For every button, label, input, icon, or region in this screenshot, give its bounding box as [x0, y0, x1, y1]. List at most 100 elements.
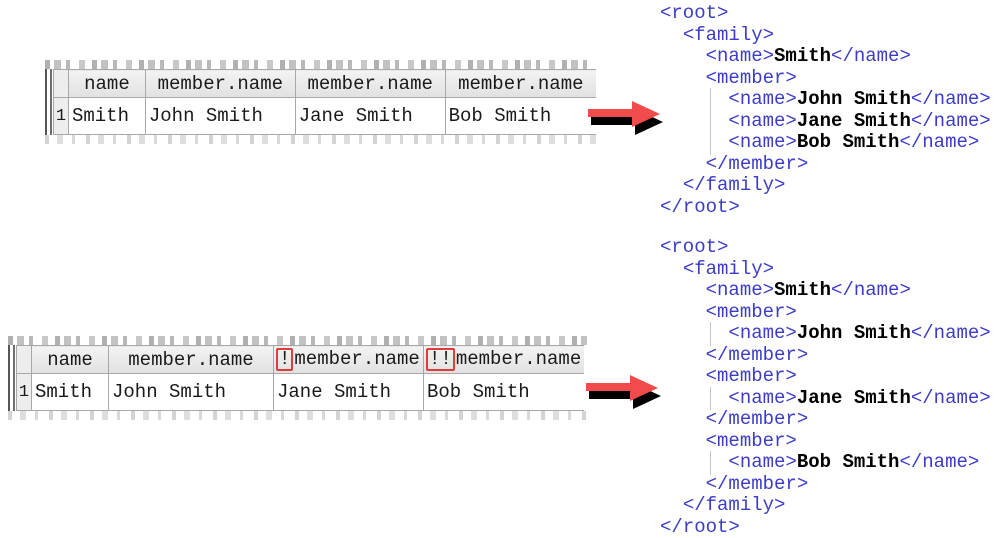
repeat-flag-highlight: !	[276, 348, 294, 371]
torn-edge	[8, 336, 587, 345]
xml-tag: </member>	[705, 472, 809, 495]
xml-text-value: Jane Smith	[796, 386, 911, 409]
grid-header-label: name	[47, 348, 93, 371]
xml-tag: <name>	[728, 109, 797, 132]
grid-cell[interactable]: John Smith	[108, 373, 274, 411]
xml-text-value	[660, 430, 706, 452]
xml-text-value: Smith	[774, 45, 832, 67]
xml-text-value	[660, 258, 683, 280]
row-number-cell[interactable]: 1	[16, 373, 32, 411]
torn-edge	[45, 60, 596, 69]
xml-tag: </member>	[705, 152, 809, 175]
indent-guide	[709, 131, 711, 155]
xml-code-line: <name>John Smith</name>	[660, 88, 991, 112]
xml-output-merged: <root> <family> <name>Smith</name> <memb…	[660, 2, 991, 219]
xml-code-line: <member>	[660, 429, 991, 453]
xml-code-line: <member>	[660, 66, 991, 90]
xml-tag: <name>	[728, 88, 797, 110]
xml-text-value: John Smith	[796, 88, 911, 110]
xml-tag: <member>	[705, 300, 797, 323]
xml-text-value	[660, 301, 706, 323]
grid-header-cell[interactable]: name	[31, 345, 109, 374]
grid-cell[interactable]: Bob Smith	[423, 373, 585, 411]
xml-tag: </root>	[660, 515, 740, 538]
grid-cell[interactable]: John Smith	[144, 97, 296, 135]
grid-cell[interactable]: Bob Smith	[444, 97, 596, 135]
indent-guide	[709, 322, 711, 346]
xml-text-value	[660, 494, 683, 516]
xml-code-line: <name>Jane Smith</name>	[660, 386, 991, 410]
xml-tag: <root>	[660, 2, 729, 24]
xml-text-value	[660, 387, 728, 409]
xml-code-line: <name>Smith</name>	[660, 279, 991, 302]
xml-code-line: </root>	[660, 515, 991, 538]
indent-guide	[709, 386, 711, 410]
xml-tag: </name>	[910, 322, 991, 344]
xml-code-line: <name>John Smith</name>	[660, 322, 991, 346]
xml-tag: <name>	[728, 131, 797, 153]
grid-cell[interactable]: Smith	[67, 97, 146, 135]
xml-tag: <name>	[728, 386, 797, 409]
xml-tag: </family>	[682, 174, 786, 196]
xml-code-line: <name>Bob Smith</name>	[660, 131, 991, 155]
indent-guide	[709, 88, 711, 112]
grid-cell[interactable]: Jane Smith	[294, 97, 446, 135]
grid-corner-cell[interactable]	[53, 69, 69, 98]
xml-tag: <member>	[705, 429, 797, 452]
xml-code-line: <root>	[660, 236, 991, 259]
xml-tag: <member>	[705, 66, 797, 89]
xml-tag: <family>	[682, 257, 775, 280]
grid-header-label: member.name	[455, 348, 582, 370]
xml-text-value	[660, 174, 683, 196]
xml-tag: <name>	[728, 322, 797, 344]
grid-header-cell[interactable]: !!member.name	[423, 345, 585, 374]
grid-header-cell[interactable]: !member.name	[273, 345, 424, 374]
xml-tag: <root>	[660, 236, 729, 258]
grid-cell[interactable]: Smith	[31, 373, 109, 411]
grid-cell[interactable]: Jane Smith	[273, 373, 424, 411]
grid-header-label: member.name	[458, 72, 584, 95]
xml-text-value: John Smith	[796, 322, 911, 344]
xml-code-line: </root>	[660, 196, 991, 219]
grid-header-label: member.name	[307, 72, 433, 95]
grid-header-cell[interactable]: member.name	[294, 69, 446, 98]
xml-tag: </name>	[910, 386, 991, 409]
xml-tag: </family>	[682, 494, 786, 516]
grid-header-label: name	[84, 72, 130, 95]
torn-edge	[8, 411, 587, 420]
grid-header-label: member.name	[128, 348, 254, 371]
repeat-flag-highlight: !!	[426, 348, 455, 371]
xml-text-value	[660, 45, 706, 67]
xml-output-split: <root> <family> <name>Smith</name> <memb…	[660, 236, 991, 538]
xml-tag: </member>	[705, 408, 809, 430]
grid-left-edge	[8, 345, 15, 411]
grid-header-label: member.name	[294, 348, 420, 370]
grid-header-label: member.name	[157, 72, 284, 95]
xml-tag: <name>	[705, 45, 775, 67]
xml-tag: </name>	[831, 279, 911, 301]
xml-text-value	[660, 24, 683, 46]
xml-tag: </name>	[831, 45, 911, 67]
grid-header-cell[interactable]: member.name	[444, 69, 596, 98]
xml-text-value: Jane Smith	[796, 109, 911, 132]
grid-header-cell[interactable]: name	[67, 69, 146, 98]
xml-code-line: <family>	[660, 257, 991, 281]
grid-header-cell[interactable]: member.name	[144, 69, 296, 98]
xml-tag: <name>	[705, 279, 775, 301]
xml-code-line: <member>	[660, 300, 991, 324]
xml-tag: <family>	[682, 23, 775, 46]
xml-code-line: </member>	[660, 344, 991, 367]
right-arrow-icon	[586, 375, 661, 409]
xml-tag: </name>	[899, 131, 980, 153]
row-number-cell[interactable]: 1	[53, 97, 69, 135]
grid-header-cell[interactable]: member.name	[108, 345, 274, 374]
xml-text-value	[660, 365, 706, 387]
grid-corner-cell[interactable]	[16, 345, 32, 374]
grid-left-edge	[45, 69, 52, 135]
xml-text-value	[660, 322, 728, 344]
